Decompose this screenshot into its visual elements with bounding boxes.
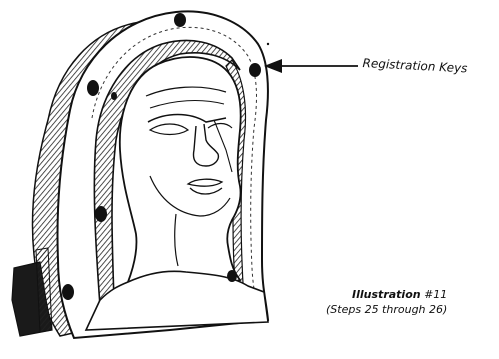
registration-key <box>227 270 237 282</box>
registration-key <box>62 284 74 300</box>
illustration-caption: Illustration #11 (Steps 25 through 26) <box>326 287 447 317</box>
registration-key <box>87 80 99 96</box>
head-outline <box>120 57 241 288</box>
registration-key <box>174 13 186 27</box>
caption-title-number: #11 <box>424 288 447 301</box>
registration-key <box>95 206 107 222</box>
caption-title-word: Illustration <box>352 288 421 301</box>
callout-arrow <box>264 59 358 73</box>
caption-steps: (Steps 25 through 26) <box>326 302 447 317</box>
registration-key <box>111 92 117 100</box>
caption-title: Illustration #11 <box>326 287 447 302</box>
sketch-mark <box>267 43 269 45</box>
registration-key <box>249 63 261 77</box>
